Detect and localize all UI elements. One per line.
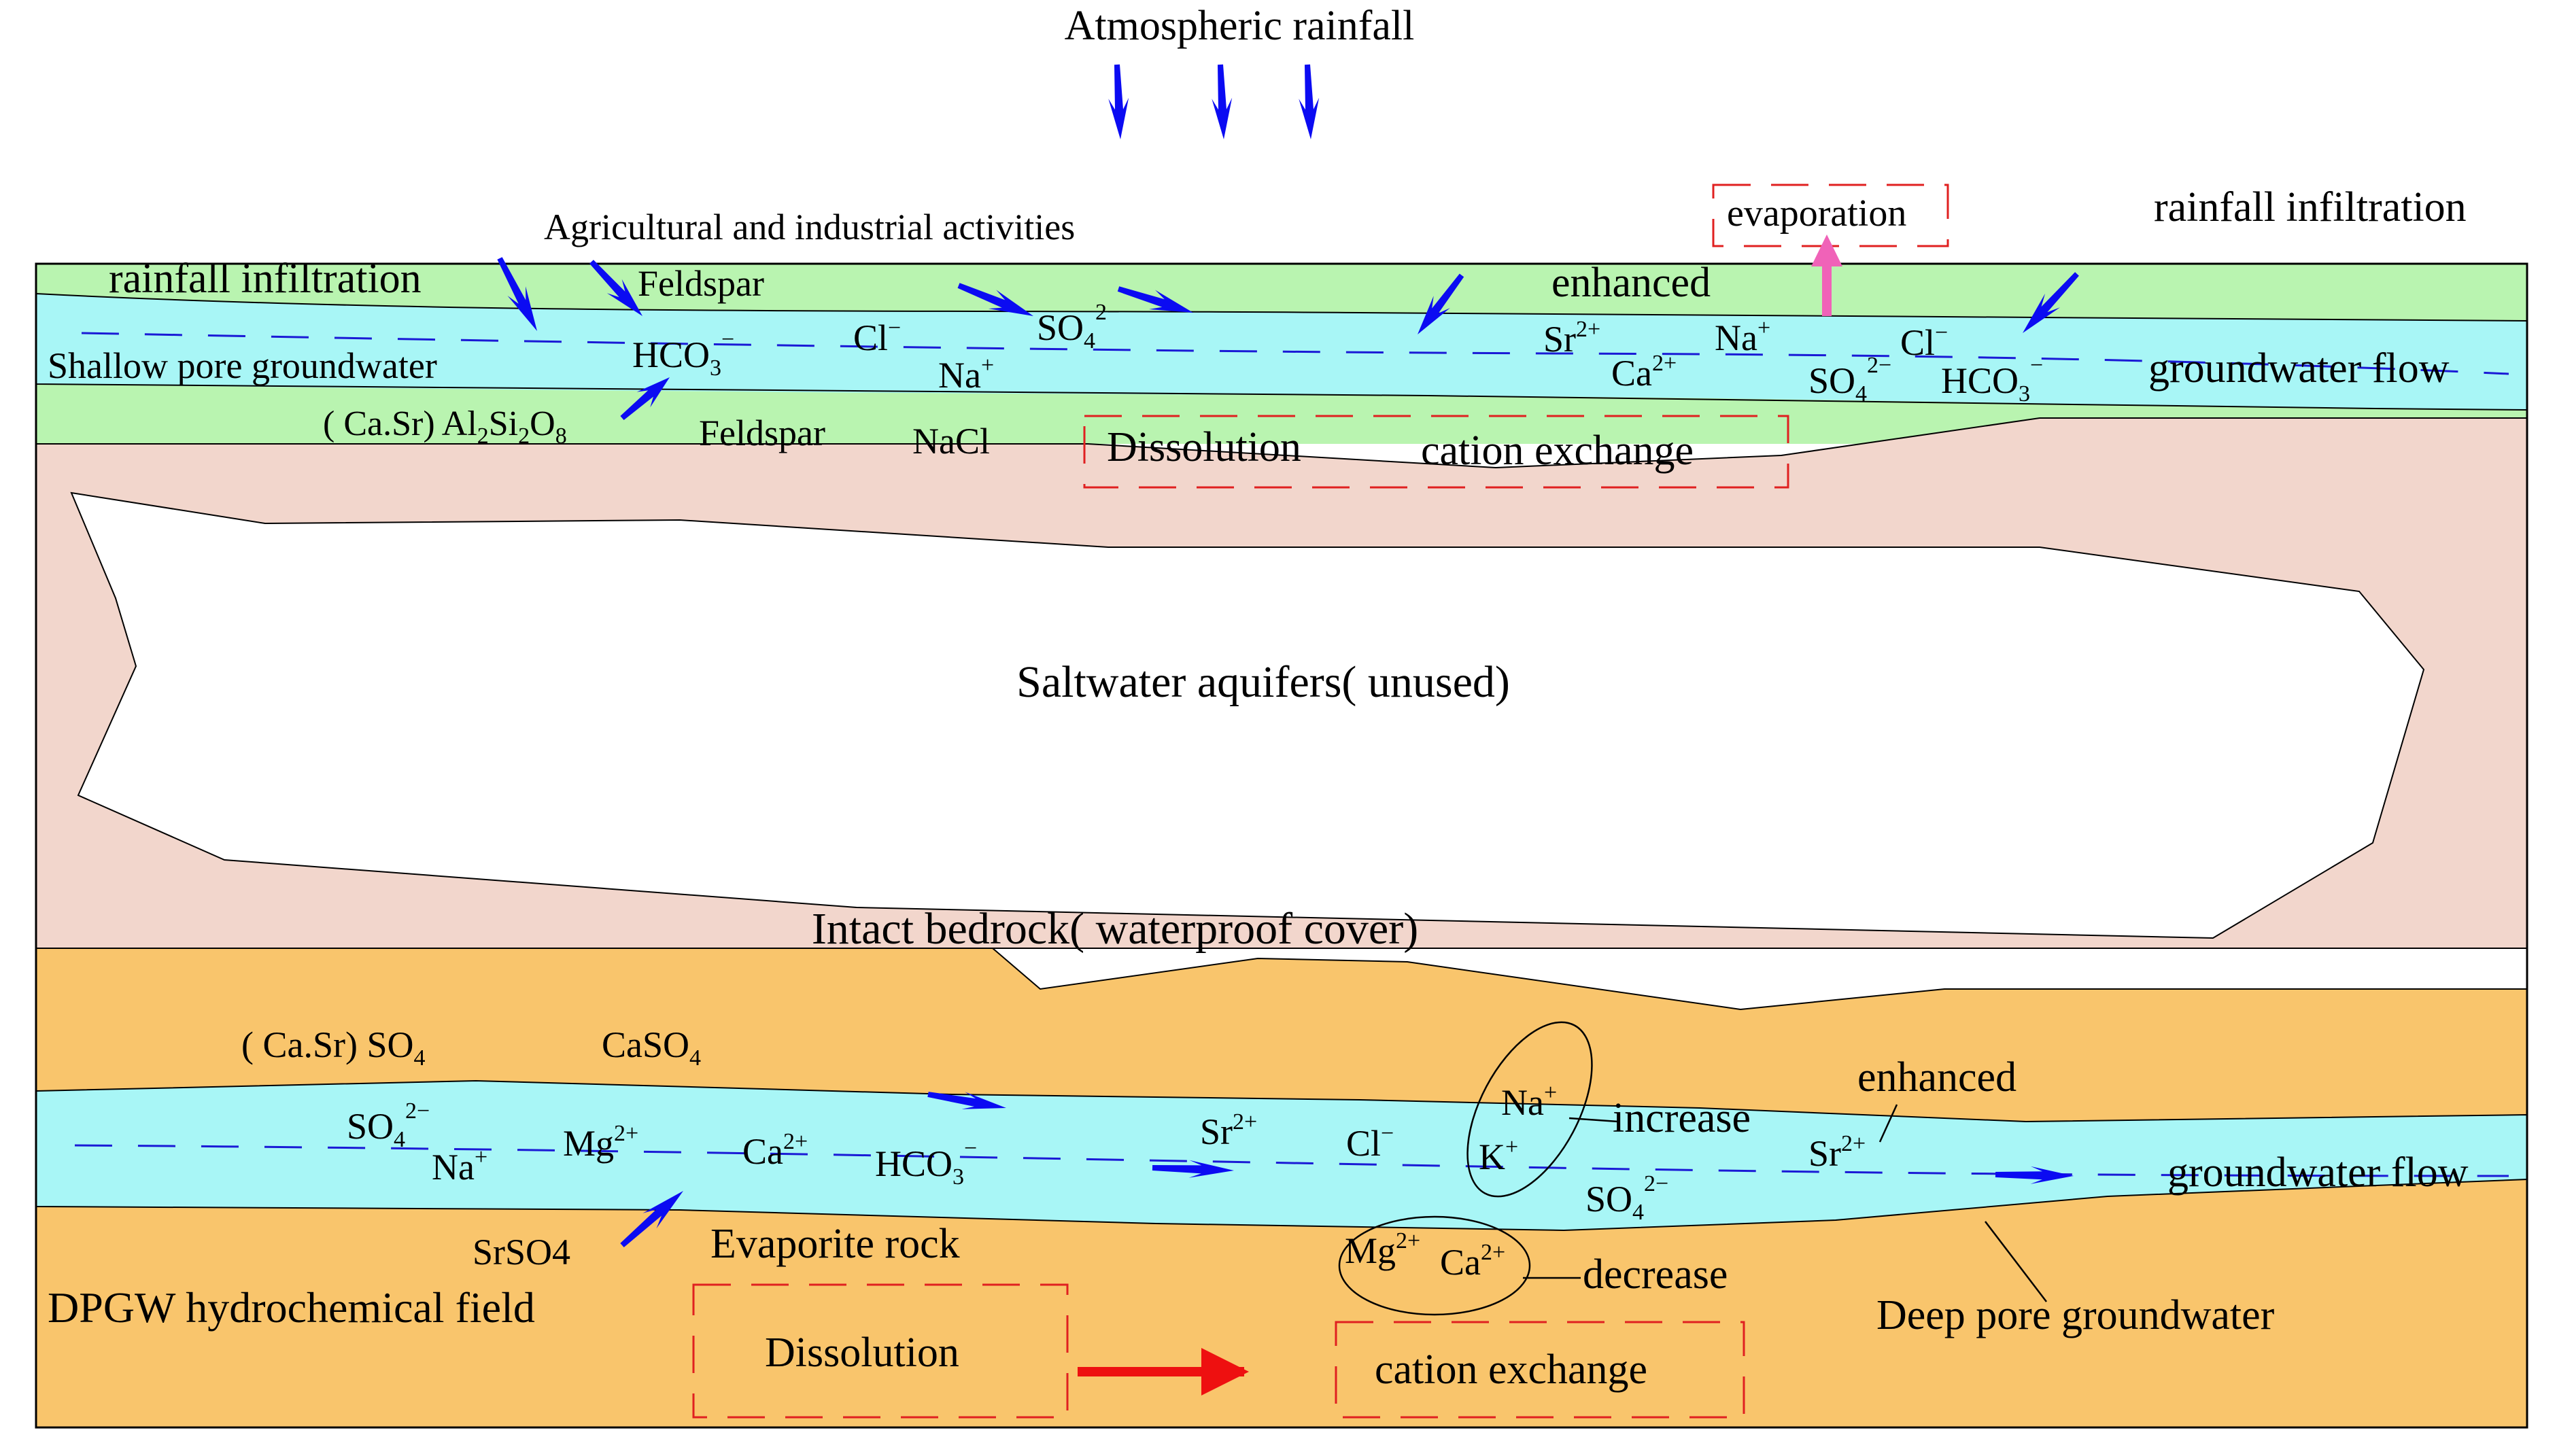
casrso4-label: ( Ca.Sr) SO4	[241, 1024, 426, 1071]
saltwater-aquifer	[70, 491, 2425, 939]
shallow-process-box	[1083, 415, 1789, 489]
agri-arrow-2	[957, 283, 1033, 316]
shallow-ion-ca: Ca2+	[1611, 351, 1677, 394]
evaporite-rock-label: Evaporite rock	[710, 1221, 960, 1267]
feldspar-top-label: Feldspar	[638, 263, 764, 304]
feldspar-bottom-label: Feldspar	[699, 413, 825, 453]
decrease-label: decrease	[1583, 1251, 1728, 1298]
annotations	[1338, 1021, 2047, 1316]
deep-flow-dashes	[74, 1144, 2509, 1177]
infiltration-arrow-left	[497, 257, 537, 331]
infiltration-arrow-right	[2023, 272, 2079, 333]
infiltration-arrow-mid	[1418, 273, 1464, 334]
shallow-dissolution-label: Dissolution	[1107, 424, 1301, 470]
intact-bedrock-label: Intact bedrock( waterproof cover)	[812, 904, 1418, 954]
deep-cation-exchange-label: cation exchange	[1375, 1347, 1647, 1393]
deep-flow-arrow-3	[1995, 1166, 2074, 1184]
agri-industrial-label: Agricultural and industrial activities	[544, 207, 1075, 247]
evaporation-label: evaporation	[1727, 192, 1906, 235]
saltwater-aquifers-label: Saltwater aquifers( unused)	[1016, 657, 1510, 707]
shallow-cation-exchange-label: cation exchange	[1421, 428, 1694, 474]
deep-flow-arrow-1	[927, 1092, 1006, 1109]
diagram-frame	[35, 262, 2528, 1429]
shallow-flow-dashes	[81, 332, 2509, 375]
agri-arrow-3	[1117, 286, 1193, 313]
rain-arrow-3	[1299, 64, 1320, 139]
deep-dissolution-label: Dissolution	[765, 1330, 959, 1376]
srso4-arrow	[620, 1191, 683, 1247]
deep-groundwater-label: Deep pore groundwater	[1876, 1292, 2275, 1338]
deep-ion-mg-2: Mg2+	[1345, 1228, 1420, 1271]
shallow-enhanced-label: enhanced	[1551, 260, 1711, 306]
rainfall-infiltration-label: rainfall infiltration	[109, 256, 422, 302]
rain-arrow-2	[1212, 64, 1233, 139]
deep-enhanced-label: enhanced	[1857, 1054, 2017, 1100]
caso4-label: CaSO4	[602, 1024, 701, 1071]
increase-leader	[1568, 1117, 1619, 1123]
deep-cation-box	[1335, 1321, 1745, 1419]
na-k-ellipse	[1466, 1021, 1593, 1198]
dpgw-field-label: DPGW hydrochemical field	[48, 1283, 535, 1332]
shallow-groundwater-label: Shallow pore groundwater	[48, 345, 437, 386]
arrows	[497, 64, 2079, 1396]
deep-flow-label: groundwater flow	[2167, 1149, 2469, 1196]
deep-dissolution-box	[692, 1283, 1069, 1419]
srso4-label: SrSO4	[473, 1232, 570, 1272]
enhanced-leader	[1878, 1104, 1898, 1143]
feldspar-formula: ( Ca.Sr) Al2Si2O8	[323, 404, 567, 449]
mg-ca-ellipse	[1338, 1215, 1531, 1316]
rain-arrow-1	[1108, 64, 1129, 139]
shallow-flow-label: groundwater flow	[2148, 345, 2450, 392]
nacl-label: NaCl	[912, 421, 990, 462]
deep-flow-arrow-2	[1152, 1160, 1234, 1178]
feldspar-arrow	[620, 377, 670, 420]
evaporation-arrow	[1811, 235, 1842, 316]
rainfall-infiltration-right-label: rainfall infiltration	[2154, 184, 2467, 230]
layers	[35, 262, 2528, 1429]
agri-arrow-1	[589, 260, 642, 316]
deep-groundwater-leader	[1985, 1221, 2047, 1302]
atmospheric-rainfall-label: Atmospheric rainfall	[1065, 3, 1415, 49]
deep-ion-ca: Ca2+	[742, 1129, 808, 1172]
increase-label: increase	[1613, 1095, 1751, 1141]
